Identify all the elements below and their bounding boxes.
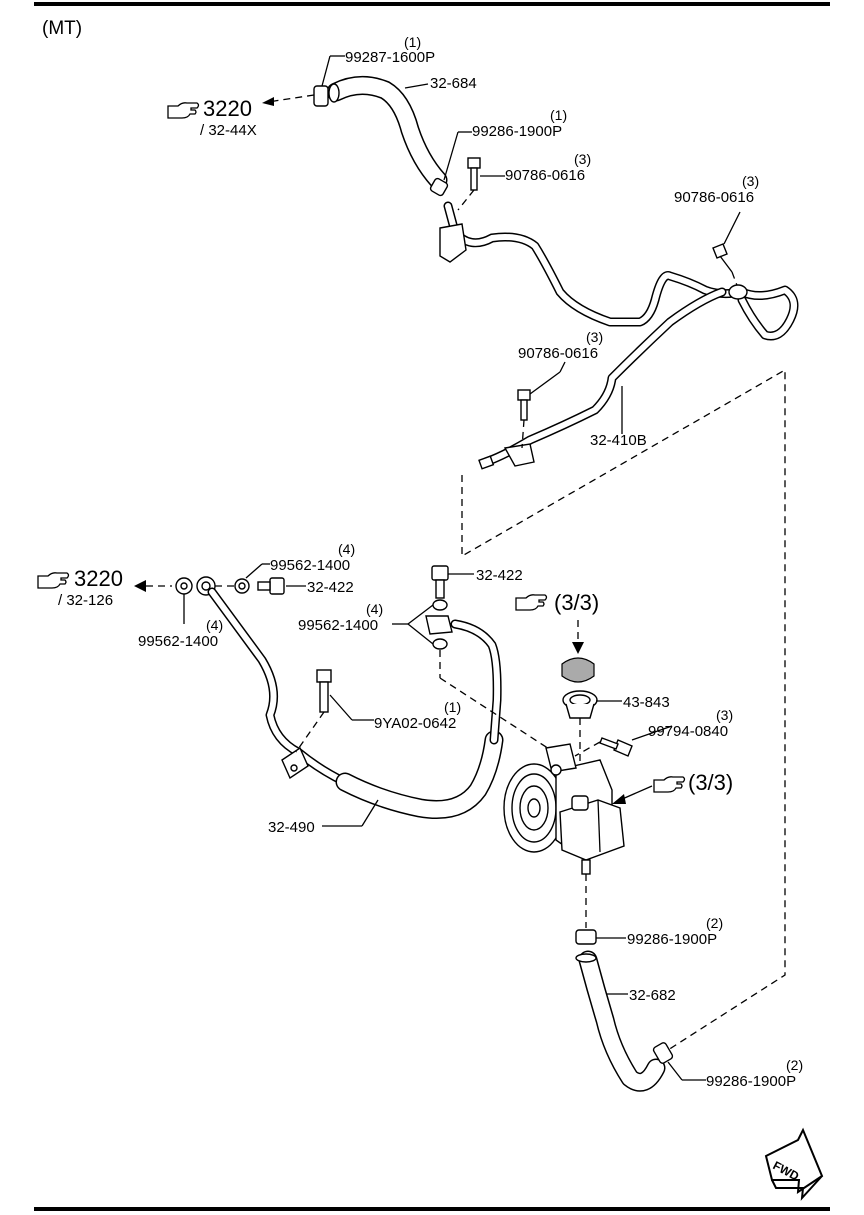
bracket-upper bbox=[439, 223, 467, 263]
washer-mid-top[interactable] bbox=[432, 599, 448, 611]
fwd-arrow-icon: FWD bbox=[764, 1127, 824, 1201]
callout-part-number: 99794-0840 bbox=[648, 723, 728, 740]
ref-pointer-cap[interactable]: (3/3) bbox=[515, 590, 599, 615]
callout-qty: (4) bbox=[206, 617, 223, 633]
callout-qty: (4) bbox=[338, 541, 355, 557]
hose-32-684-inner bbox=[328, 77, 446, 188]
callout-part-number: 32-410B bbox=[590, 432, 647, 449]
ref-number-left: 3220 bbox=[74, 566, 123, 591]
routing-line bbox=[461, 368, 786, 1051]
callout-qty: (2) bbox=[786, 1057, 803, 1073]
bracket-lower bbox=[503, 443, 535, 467]
callout-part-number: 9YA02-0642 bbox=[374, 715, 456, 732]
callout-part-number: 90786-0616 bbox=[518, 345, 598, 362]
banjo-fitting-mid bbox=[425, 615, 453, 635]
callout-part-number: 32-490 bbox=[268, 819, 315, 836]
callout-qty: (4) bbox=[366, 601, 383, 617]
ref-pump-text: (3/3) bbox=[688, 770, 733, 795]
bolt-90786-b[interactable] bbox=[712, 243, 728, 259]
bracket-pipe-32-490 bbox=[281, 746, 309, 780]
ref-number-top: 3220 bbox=[203, 96, 252, 121]
arrow-to-ref-top bbox=[267, 94, 315, 103]
arrowhead-icon bbox=[572, 642, 584, 654]
callout-part-number: 99562-1400 bbox=[270, 557, 350, 574]
callout-part-number: 99287-1600P bbox=[345, 49, 435, 66]
clip-99286-mid[interactable] bbox=[575, 929, 597, 945]
callout-qty: (3) bbox=[586, 329, 603, 345]
callout-qty: (1) bbox=[404, 34, 421, 50]
hand-pointer-icon bbox=[515, 594, 548, 611]
clip-99287[interactable] bbox=[313, 85, 329, 107]
callout-part-number: 99286-1900P bbox=[706, 1073, 796, 1090]
callout-qty: (1) bbox=[444, 699, 461, 715]
callout-part-number: 90786-0616 bbox=[674, 189, 754, 206]
variant-label: (MT) bbox=[42, 18, 82, 39]
reservoir-cap bbox=[561, 657, 595, 683]
callout-part-number: 90786-0616 bbox=[505, 167, 585, 184]
washer-mid-bottom[interactable] bbox=[432, 638, 448, 650]
clip-99286-top[interactable] bbox=[429, 177, 449, 197]
callout-part-number: 99286-1900P bbox=[472, 123, 562, 140]
callout-part-number: 99562-1400 bbox=[138, 633, 218, 650]
ref-cap-text: (3/3) bbox=[554, 590, 599, 615]
callout-qty: (3) bbox=[574, 151, 591, 167]
bolt-32-422-mid[interactable] bbox=[431, 565, 449, 581]
callout-part-number: 32-684 bbox=[430, 75, 477, 92]
callout-part-number: 32-422 bbox=[307, 579, 354, 596]
hand-pointer-icon bbox=[37, 572, 70, 589]
clip-99286-bot[interactable] bbox=[652, 1042, 674, 1065]
callout-qty: (3) bbox=[742, 173, 759, 189]
ref-pointer-pump[interactable]: (3/3) bbox=[653, 770, 733, 795]
callout-part-number: 43-843 bbox=[623, 694, 670, 711]
callout-qty: (3) bbox=[716, 707, 733, 723]
ref-pointer-top[interactable]: 3220 / 32-44X bbox=[167, 96, 257, 139]
top-rule bbox=[34, 2, 830, 6]
bolt-32-422-left[interactable] bbox=[269, 577, 285, 595]
callout-qty: (1) bbox=[550, 107, 567, 123]
bottom-rule bbox=[34, 1207, 830, 1211]
bolt-90786-a[interactable] bbox=[467, 157, 481, 169]
arrowhead-icon bbox=[612, 794, 626, 804]
arrowhead-icon bbox=[134, 580, 146, 592]
hand-pointer-icon bbox=[167, 102, 200, 119]
callout-part-number: 99562-1400 bbox=[298, 617, 378, 634]
hand-pointer-icon bbox=[653, 776, 686, 793]
power-steering-pump bbox=[503, 743, 625, 875]
hose-end bbox=[328, 83, 340, 103]
bolt-9ya02[interactable] bbox=[316, 669, 332, 683]
callout-part-number: 32-682 bbox=[629, 987, 676, 1004]
ref-sub-left: / 32-126 bbox=[58, 592, 113, 609]
callout-qty: (2) bbox=[706, 915, 723, 931]
arrowhead-icon bbox=[262, 97, 274, 106]
callout-part-number: 32-422 bbox=[476, 567, 523, 584]
bolt-90786-c[interactable] bbox=[517, 389, 531, 401]
ref-pointer-left[interactable]: 3220 / 32-126 bbox=[37, 566, 123, 609]
ref-sub-top: / 32-44X bbox=[200, 122, 257, 139]
callout-part-number: 99286-1900P bbox=[627, 931, 717, 948]
